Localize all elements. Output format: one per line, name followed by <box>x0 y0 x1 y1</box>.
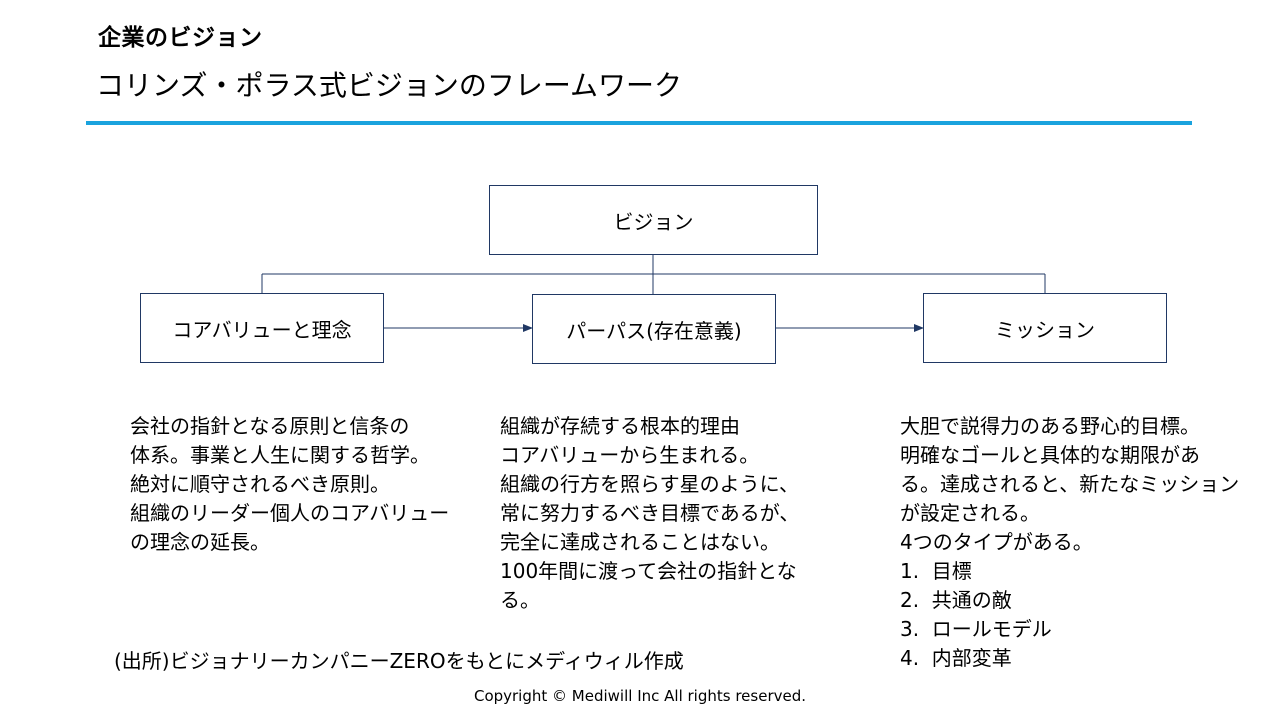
mission-box: ミッション <box>923 293 1167 363</box>
mission-type-item: 2. 共通の敵 <box>900 588 1012 612</box>
description-line: る。達成されると、新たなミッション <box>900 472 1240 496</box>
description-line: 体系。事業と人生に関する哲学。 <box>130 443 430 467</box>
description-line: 組織の行方を照らす星のように、 <box>500 472 799 496</box>
description-line: の理念の延長。 <box>130 530 270 554</box>
mission-label: ミッション <box>995 317 1095 342</box>
copyright: Copyright © Mediwill Inc All rights rese… <box>473 687 807 705</box>
description-line: 完全に達成されることはない。 <box>500 530 780 554</box>
description-line: 常に努力するべき目標であるが、 <box>500 501 800 525</box>
description-line: る。 <box>500 588 540 612</box>
core-values-description: 会社の指針となる原則と信条の 体系。事業と人生に関する哲学。 絶対に順守されるべ… <box>130 412 449 557</box>
description-line: 大胆で説得力のある野心的目標。 <box>900 414 1200 438</box>
description-line: が設定される。 <box>900 501 1040 525</box>
vision-box: ビジョン <box>489 185 818 255</box>
core-values-box: コアバリューと理念 <box>140 293 384 363</box>
mission-type-item: 1. 目標 <box>900 559 972 583</box>
description-line: 組織が存続する根本的理由 <box>500 414 740 438</box>
vision-label: ビジョン <box>613 209 694 234</box>
page-title: コリンズ・ポラス式ビジョンのフレームワーク <box>96 69 683 102</box>
description-line: 会社の指針となる原則と信条の <box>130 414 410 438</box>
title-underline <box>86 121 1192 125</box>
mission-description: 大胆で説得力のある野心的目標。 明確なゴールと具体的な期限があ る。達成されると… <box>900 412 1239 673</box>
core-values-label: コアバリューと理念 <box>172 317 352 342</box>
description-line: 100年間に渡って会社の指針とな <box>500 559 797 583</box>
mission-type-item: 4. 内部変革 <box>900 646 1012 670</box>
purpose-description: 組織が存続する根本的理由 コアバリューから生まれる。 組織の行方を照らす星のよう… <box>500 412 799 615</box>
section-title: 企業のビジョン <box>98 25 263 51</box>
source-note: (出所)ビジョナリーカンパニーZEROをもとにメディウィル作成 <box>114 649 684 673</box>
description-line: 絶対に順守されるべき原則。 <box>130 472 390 496</box>
purpose-label: パーパス(存在意義) <box>566 318 742 343</box>
description-line: 4つのタイプがある。 <box>900 530 1093 554</box>
mission-type-item: 3. ロールモデル <box>900 617 1052 641</box>
description-line: 組織のリーダー個人のコアバリュー <box>130 501 450 525</box>
description-line: コアバリューから生まれる。 <box>500 443 760 467</box>
description-line: 明確なゴールと具体的な期限があ <box>900 443 1200 467</box>
purpose-box: パーパス(存在意義) <box>532 294 776 364</box>
